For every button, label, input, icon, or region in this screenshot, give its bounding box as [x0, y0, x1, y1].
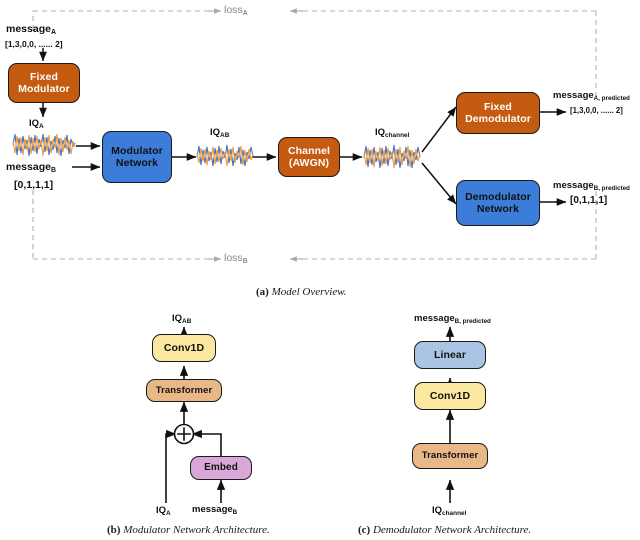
node-channel-line2: (AWGN): [288, 157, 330, 169]
demod-arch-box-transformer[interactable]: Transformer: [412, 443, 488, 469]
message-a-predicted-label: messageA, predicted: [553, 90, 630, 102]
iq-ab-label: IQAB: [210, 127, 230, 139]
node-channel-line1: Channel: [287, 144, 331, 157]
node-fixed-demodulator[interactable]: Fixed Demodulator: [456, 92, 540, 134]
caption-a-tag: (a): [256, 286, 269, 298]
node-fixed-modulator-line1: Fixed: [30, 70, 58, 83]
mod-arch-box-embed[interactable]: Embed: [190, 456, 252, 480]
loss-b-label: lossB: [224, 252, 248, 265]
node-modulator-network-line1: Modulator: [111, 144, 163, 157]
demod-arch-transformer-label: Transformer: [421, 450, 479, 462]
mod-arch-output-label: IQAB: [172, 313, 192, 325]
mod-arch-box-conv1d[interactable]: Conv1D: [152, 334, 216, 362]
demod-arch-box-linear[interactable]: Linear: [414, 341, 486, 369]
demod-arch-box-conv1d[interactable]: Conv1D: [414, 382, 486, 410]
node-demodulator-network-line2: Network: [476, 203, 520, 215]
demod-arch-linear-label: Linear: [433, 348, 467, 361]
message-a-predicted-value: [1,3,0,0, ...... 2]: [570, 106, 623, 115]
node-demodulator-network[interactable]: Demodulator Network: [456, 180, 540, 226]
node-channel[interactable]: Channel (AWGN): [278, 137, 340, 177]
caption-panel-c: (c) Demodulator Network Architecture.: [358, 524, 531, 536]
message-b-predicted-value: [0,1,1,1]: [570, 195, 608, 206]
demod-arch-output-label: messageB, predicted: [414, 313, 491, 325]
node-fixed-modulator[interactable]: Fixed Modulator: [8, 63, 80, 103]
node-modulator-network[interactable]: Modulator Network: [102, 131, 172, 183]
caption-panel-a: (a) Model Overview.: [256, 286, 347, 298]
mod-arch-embed-label: Embed: [204, 462, 238, 474]
message-b-label: messageB: [6, 161, 56, 174]
message-a-label: messageA: [6, 23, 56, 36]
mod-arch-input-message-b-label: messageB: [192, 504, 238, 516]
caption-c-tag: (c): [358, 524, 371, 536]
waveform-iq-a: [12, 131, 76, 159]
mod-arch-box-transformer[interactable]: Transformer: [146, 379, 222, 402]
caption-b-text: Modulator Network Architecture.: [123, 524, 270, 536]
node-fixed-demodulator-line2: Demodulator: [465, 113, 531, 125]
iq-channel-label: IQchannel: [375, 127, 410, 139]
adder-circle-group: [173, 423, 195, 445]
mod-arch-conv1d-label: Conv1D: [163, 341, 205, 354]
demod-arch-input-label: IQchannel: [432, 505, 467, 517]
node-fixed-demodulator-line1: Fixed: [484, 100, 512, 113]
waveform-iq-channel: [363, 142, 421, 172]
caption-panel-b: (b) Modulator Network Architecture.: [107, 524, 270, 536]
caption-c-text: Demodulator Network Architecture.: [372, 524, 532, 536]
mod-arch-input-iq-a-label: IQA: [156, 505, 171, 517]
node-demodulator-network-line1: Demodulator: [465, 190, 531, 203]
loss-a-label: lossA: [224, 4, 248, 17]
demod-arch-conv1d-label: Conv1D: [429, 389, 471, 402]
message-b-predicted-label: messageB, predicted: [553, 180, 630, 192]
caption-a-text: Model Overview.: [271, 286, 347, 298]
node-fixed-modulator-line2: Modulator: [18, 83, 70, 95]
iq-a-label: IQA: [29, 118, 44, 130]
waveform-iq-ab: [196, 142, 254, 170]
caption-b-tag: (b): [107, 524, 121, 536]
message-a-value: [1,3,0,0, ...... 2]: [5, 39, 63, 49]
message-b-value: [0,1,1,1]: [14, 179, 54, 191]
mod-arch-transformer-label: Transformer: [155, 384, 213, 396]
node-modulator-network-line2: Network: [115, 157, 159, 169]
